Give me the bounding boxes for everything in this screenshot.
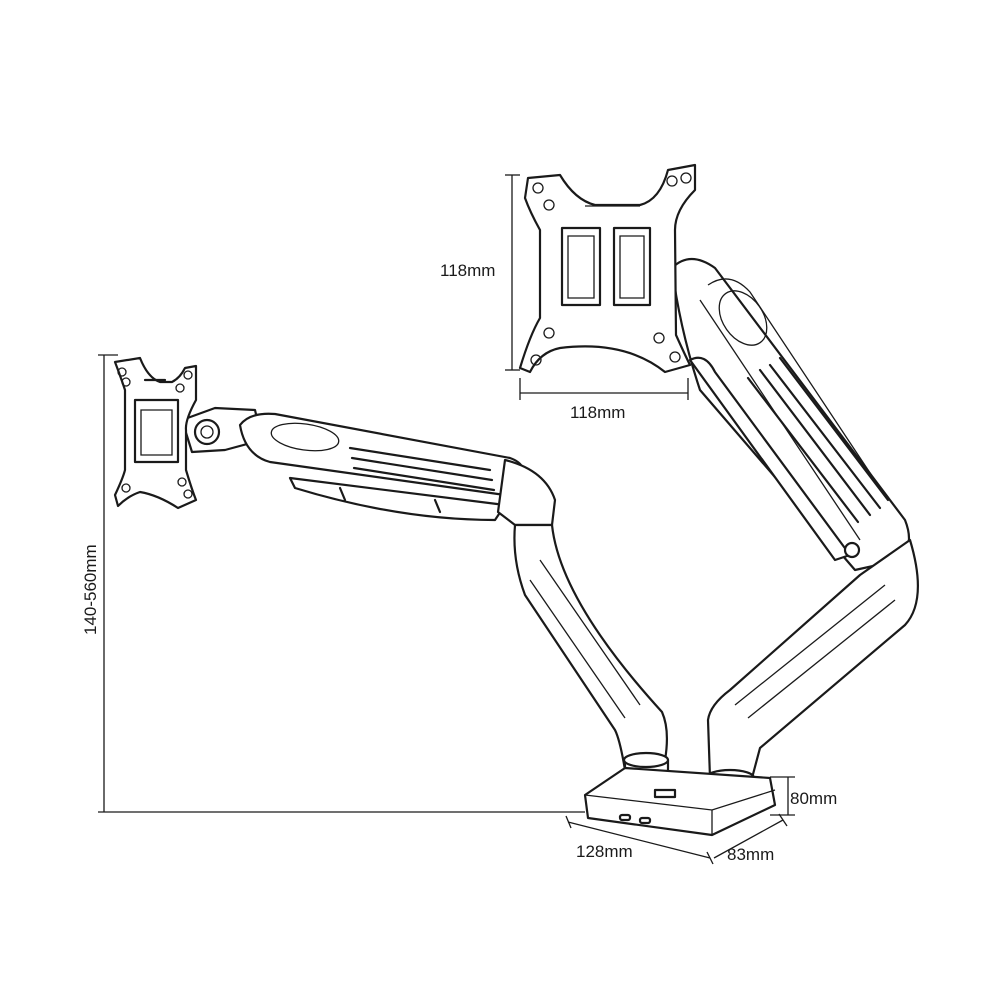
desk-base xyxy=(583,766,777,837)
usb-port-icon xyxy=(618,813,632,822)
base-height-label: 80mm xyxy=(790,789,837,808)
plate-height-label: 118mm xyxy=(440,261,495,280)
usb-port-icon xyxy=(638,816,652,825)
dimension-lines xyxy=(98,174,795,865)
height-range-label: 140-560mm xyxy=(81,544,100,635)
left-vesa-plate xyxy=(113,356,198,510)
plate-width-label: 118mm xyxy=(570,403,625,422)
left-arm xyxy=(180,406,670,780)
base-width-label: 128mm xyxy=(576,842,633,861)
right-vesa-plate xyxy=(518,163,697,374)
base-depth-label: 83mm xyxy=(727,845,774,864)
right-arm xyxy=(670,257,919,788)
